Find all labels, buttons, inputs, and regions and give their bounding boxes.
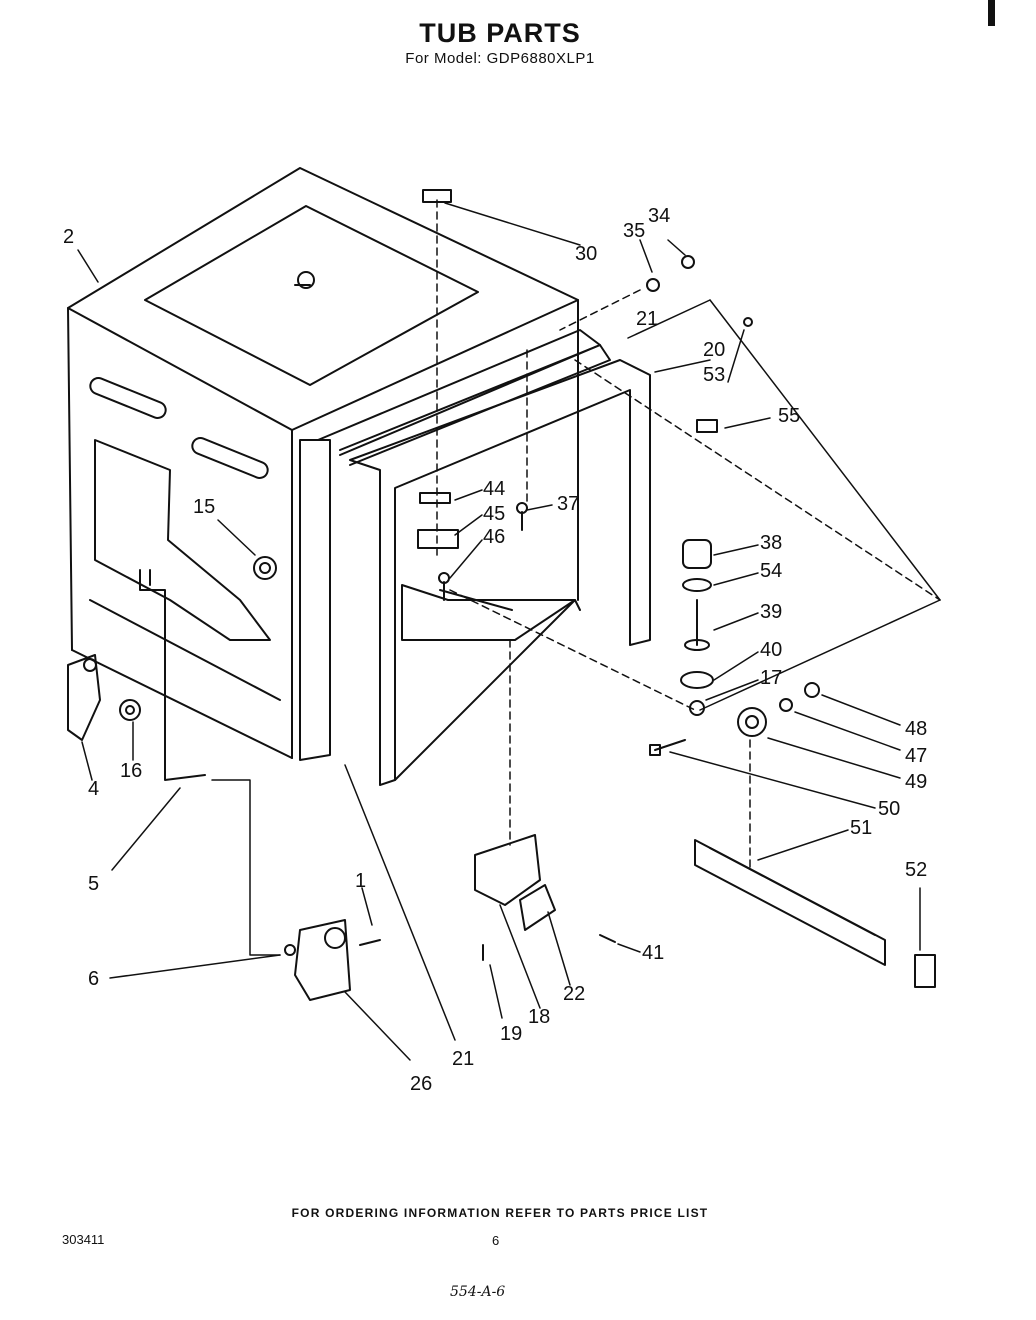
callout-54: 54 (760, 560, 782, 582)
handwritten-code: 554-A-6 (450, 1284, 506, 1300)
dishrack-wheel (737, 682, 820, 737)
callout-30: 30 (575, 243, 597, 265)
document-number: 303411 (62, 1232, 105, 1247)
callout-49: 49 (905, 771, 927, 793)
callout-5: 5 (88, 873, 99, 895)
callout-44: 44 (483, 478, 505, 500)
callout-47: 47 (905, 745, 927, 767)
dashed-connectors (436, 199, 941, 871)
part-52-stop (914, 954, 936, 988)
corner-mark (988, 0, 995, 26)
callout-labels: 2 15 16 4 5 6 1 26 21 30 35 34 21 20 53 … (63, 205, 927, 1095)
callout-37: 37 (557, 493, 579, 515)
callout-21-top: 21 (636, 308, 658, 330)
callout-21-bottom: 21 (452, 1048, 474, 1070)
ordering-note: FOR ORDERING INFORMATION REFER TO PARTS … (291, 1206, 709, 1220)
callout-2: 2 (63, 226, 74, 248)
callout-16: 16 (120, 760, 142, 782)
callout-22: 22 (563, 983, 585, 1005)
callout-17: 17 (760, 667, 782, 689)
leader-lines (77, 202, 921, 1061)
callout-46: 46 (483, 526, 505, 548)
part-18-bracket (474, 834, 556, 931)
page-title: TUB PARTS (419, 18, 581, 48)
fasteners (417, 189, 753, 961)
part-15-nut (253, 556, 277, 580)
tub-body (67, 167, 579, 759)
page-number: 6 (492, 1233, 500, 1248)
callout-26: 26 (410, 1073, 432, 1095)
wash-arm-stack (680, 539, 714, 716)
inner-frame (349, 359, 651, 786)
callout-38: 38 (760, 532, 782, 554)
tub-floor (401, 584, 576, 641)
callout-39: 39 (760, 601, 782, 623)
callout-19: 19 (500, 1023, 522, 1045)
callout-53: 53 (703, 364, 725, 386)
part-16-washer (119, 699, 141, 721)
callout-15: 15 (193, 496, 215, 518)
part-50-screw (649, 739, 686, 756)
model-subtitle: For Model: GDP6880XLP1 (405, 50, 595, 67)
callout-55: 55 (778, 405, 800, 427)
callout-34: 34 (648, 205, 670, 227)
callout-40: 40 (760, 639, 782, 661)
part-26-valve (284, 919, 381, 1001)
connector-lines (211, 299, 941, 956)
part-4-bracket (67, 654, 101, 741)
callout-52: 52 (905, 859, 927, 881)
callout-41: 41 (642, 942, 664, 964)
callout-50: 50 (878, 798, 900, 820)
callout-35: 35 (623, 220, 645, 242)
part-51-rail (694, 839, 886, 966)
drain-hose (139, 569, 206, 781)
callout-20: 20 (703, 339, 725, 361)
door-gasket (299, 329, 611, 761)
callout-51: 51 (850, 817, 872, 839)
callout-48: 48 (905, 718, 927, 740)
callout-1: 1 (355, 870, 366, 892)
callout-45: 45 (483, 503, 505, 525)
callout-18: 18 (528, 1006, 550, 1028)
callout-6: 6 (88, 968, 99, 990)
callout-4: 4 (88, 778, 99, 800)
